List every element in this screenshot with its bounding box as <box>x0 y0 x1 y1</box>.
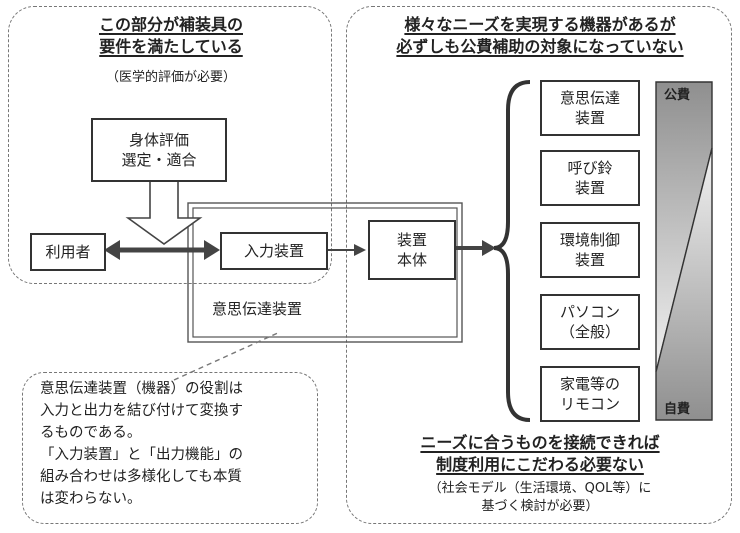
device-item-line2: 装置 <box>574 251 605 269</box>
device-item: 家電等の リモコン <box>540 366 640 422</box>
device-bracket <box>493 80 531 422</box>
down-arrow <box>125 179 203 245</box>
device-item: 環境制御 装置 <box>540 222 640 278</box>
self-cost-label: 自費 <box>664 402 691 417</box>
device-body-box: 装置 本体 <box>368 220 456 280</box>
callout-line: 意思伝達装置（機器）の役割は <box>40 381 243 397</box>
left-panel-note: （医学的評価が必要） <box>105 70 236 85</box>
left-panel <box>8 6 332 284</box>
device-item-line2: （全般） <box>559 323 620 341</box>
assessment-line1: 身体評価 <box>128 131 189 149</box>
device-item-line1: 呼び鈴 <box>567 159 613 177</box>
conclusion-line2: 制度利用にこだわる必要ない <box>436 455 644 474</box>
device-item-line1: パソコン <box>559 303 620 321</box>
user-box: 利用者 <box>30 233 106 271</box>
right-title-line1: 様々なニーズを実現する機器があるが <box>404 15 676 34</box>
device-item-line1: 家電等の <box>559 375 620 393</box>
device-frame-outer <box>187 202 463 343</box>
assessment-line2: 選定・適合 <box>121 151 197 169</box>
device-frame-inner <box>192 207 458 338</box>
right-panel-note: （社会モデル（生活環境、QOL等）に 基づく検討が必要） <box>346 480 734 516</box>
right-note-line1: （社会モデル（生活環境、QOL等）に <box>428 481 652 496</box>
callout-leader <box>173 331 281 381</box>
arrowhead-left <box>104 240 120 260</box>
right-panel-conclusion: ニーズに合うものを接続できれば 制度利用にこだわる必要ない <box>346 432 734 476</box>
callout-line: は変わらない。 <box>40 491 142 507</box>
public-cost-label: 公費 <box>664 88 691 103</box>
device-item: 意思伝達 装置 <box>540 80 640 136</box>
callout-line: 入力と出力を結び付けて変換す <box>40 403 243 419</box>
right-note-line2: 基づく検討が必要） <box>481 499 599 514</box>
callout-line: 組み合わせは多様化しても本質 <box>40 469 242 485</box>
callout-bubble <box>22 372 318 524</box>
left-title-line2: 要件を満たしている <box>99 37 243 56</box>
callout-line: るものである。 <box>40 425 142 441</box>
device-item: パソコン （全般） <box>540 294 640 350</box>
arrowhead-bracket <box>482 240 496 256</box>
device-item-line2: リモコン <box>559 395 620 413</box>
left-title-line1: この部分が補装具の <box>98 15 243 34</box>
assessment-box: 身体評価 選定・適合 <box>91 118 227 182</box>
callout-line: 「入力装置」と「出力機能」の <box>40 447 243 463</box>
right-panel <box>346 6 732 524</box>
self-cost-wedge <box>655 147 713 421</box>
left-panel-title: この部分が補装具の 要件を満たしている <box>8 14 334 58</box>
device-item-line1: 意思伝達 <box>559 89 620 107</box>
conclusion-line1: ニーズに合うものを接続できれば <box>420 433 660 452</box>
device-body-line2: 本体 <box>396 251 427 269</box>
device-item: 呼び鈴 装置 <box>540 150 640 206</box>
right-title-line2: 必ずしも公費補助の対象になっていない <box>396 37 684 56</box>
device-item-line2: 装置 <box>574 109 605 127</box>
device-item-line2: 装置 <box>574 179 605 197</box>
device-item-line1: 環境制御 <box>559 231 620 249</box>
arrowhead-right <box>204 240 220 260</box>
right-panel-title: 様々なニーズを実現する機器があるが 必ずしも公費補助の対象になっていない <box>346 14 734 58</box>
input-device-box: 入力装置 <box>220 232 328 270</box>
callout-text: 意思伝達装置（機器）の役割は 入力と出力を結び付けて変換す るものである。 「入… <box>40 378 310 510</box>
device-body-line1: 装置 <box>396 231 427 249</box>
frame-label: 意思伝達装置 <box>212 300 303 318</box>
arrowhead-body <box>354 244 366 256</box>
